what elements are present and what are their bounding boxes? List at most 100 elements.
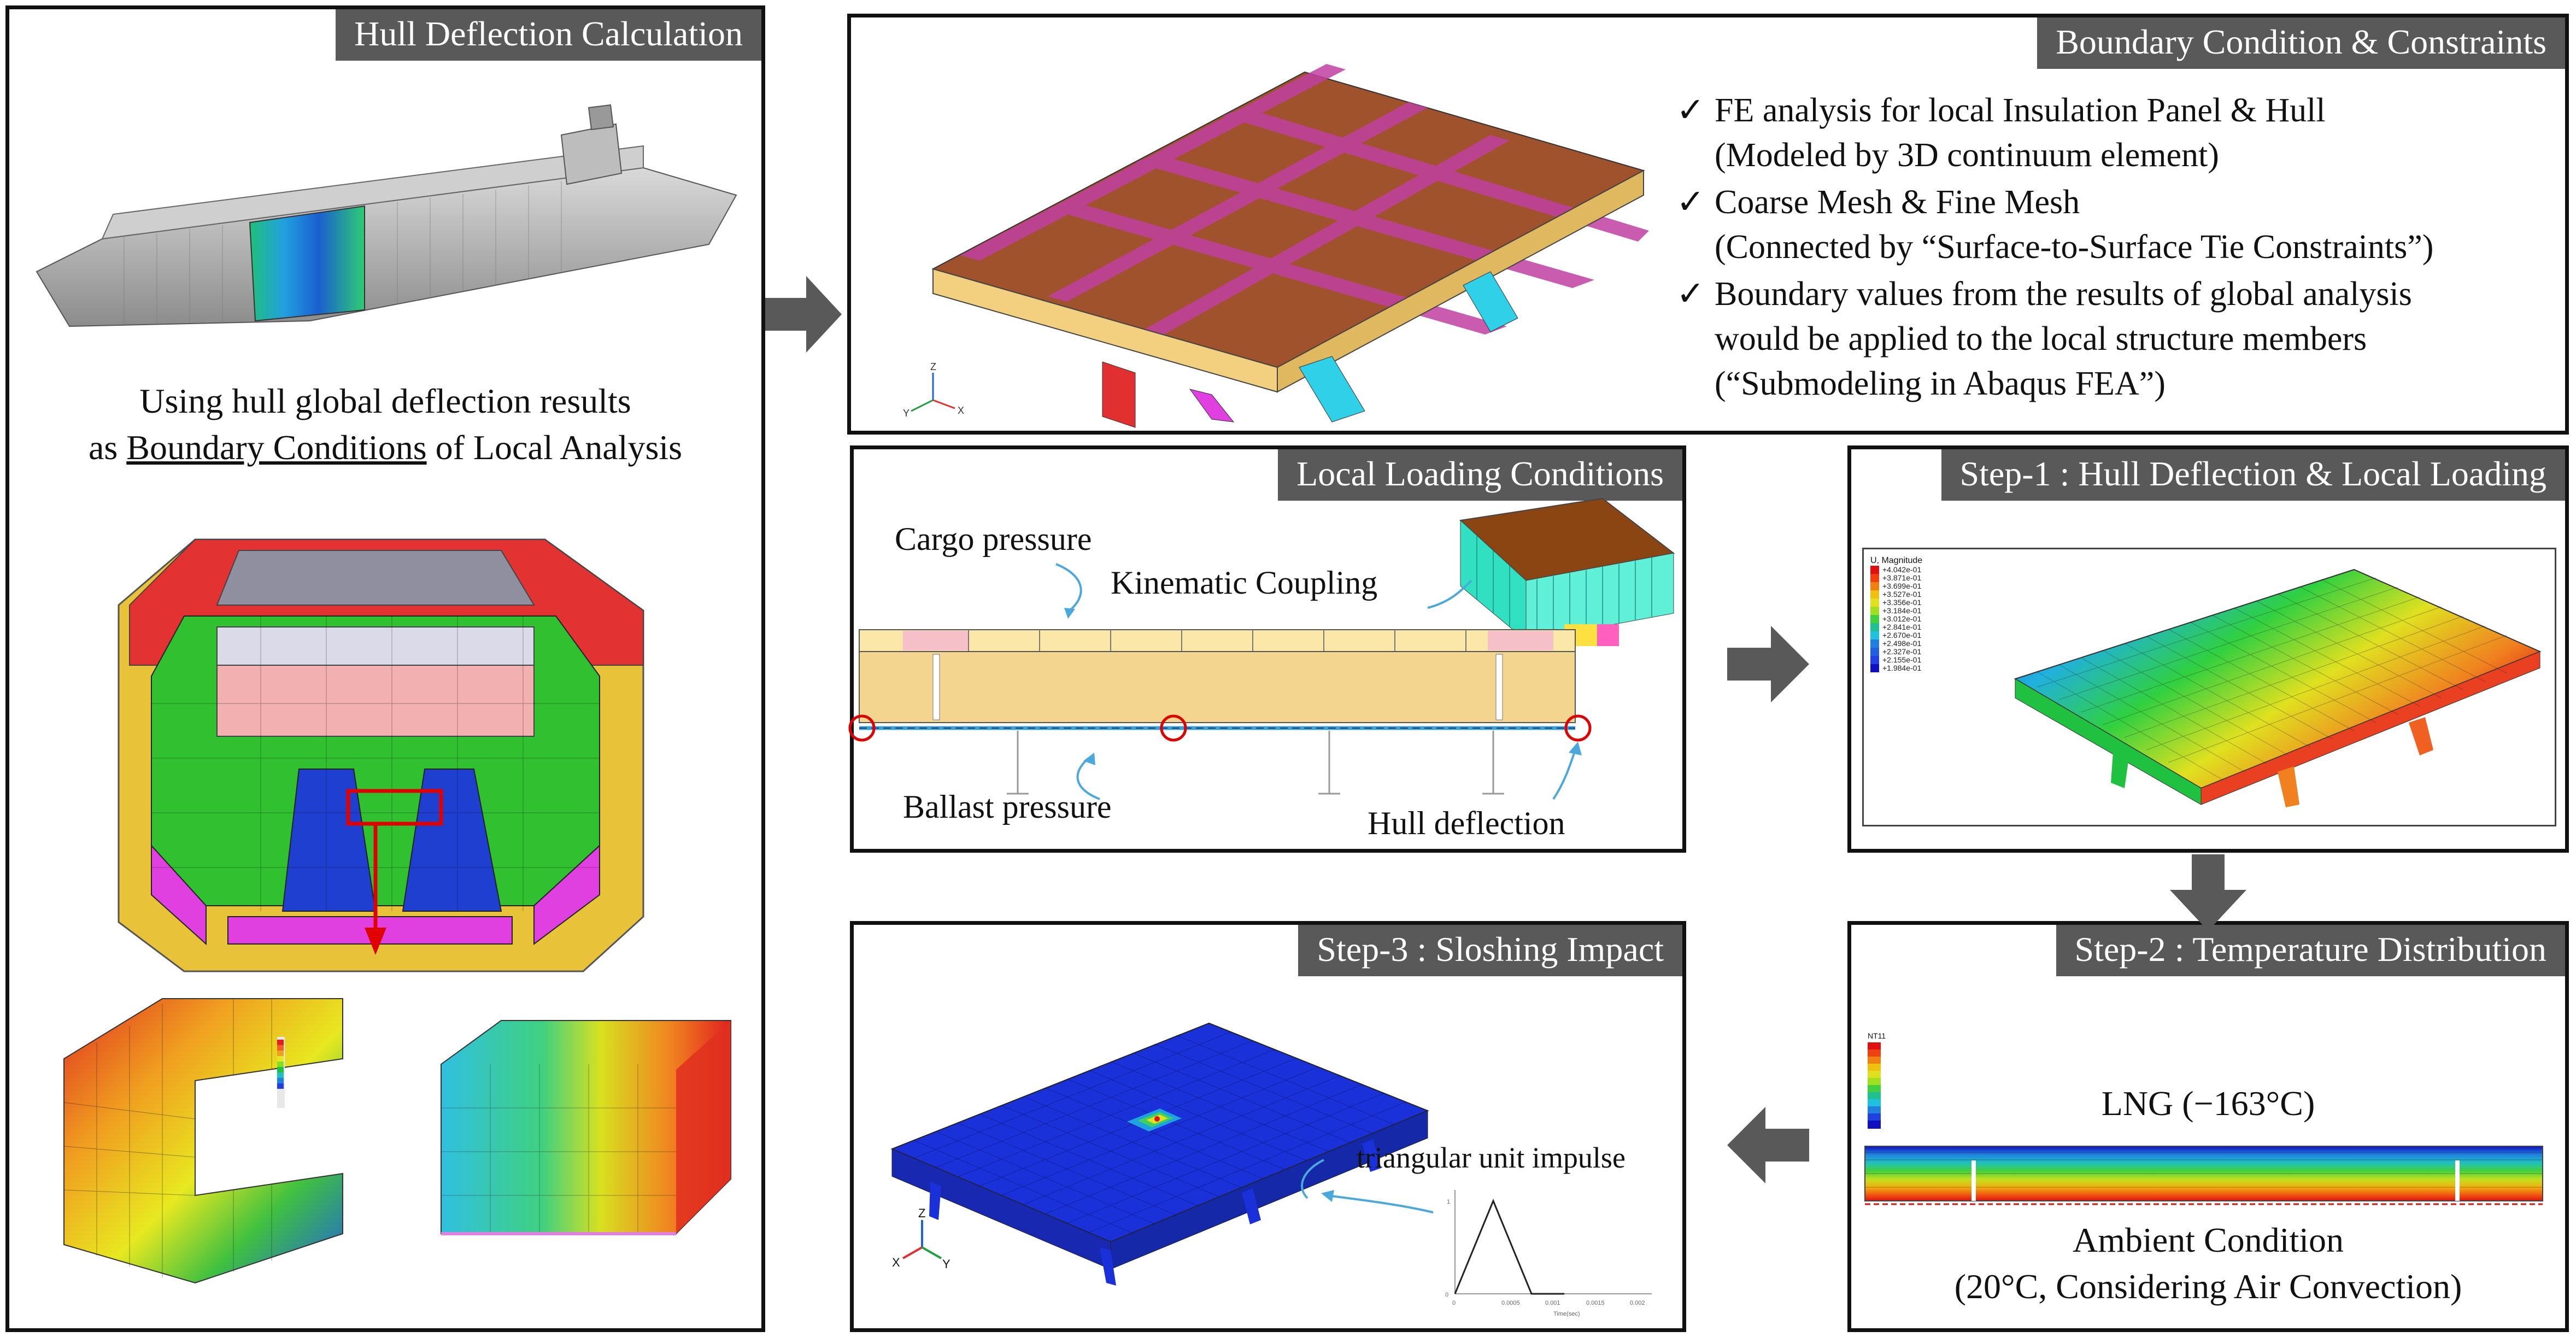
- hull-caption-line2: as Boundary Conditions of Local Analysis: [9, 427, 761, 468]
- step1-legend-row: +1.984e-01: [1870, 664, 1980, 673]
- kinematic-coupling-label: Kinematic Coupling: [1111, 565, 1378, 601]
- loading-schematic: [848, 563, 1592, 800]
- bullet-1-sub: (Modeled by 3D continuum element): [1715, 137, 2219, 174]
- impulse-plot-xlabel: Time(sec): [1553, 1311, 1580, 1317]
- step1-legend-swatch: [1870, 615, 1879, 624]
- arrow-right-1: [765, 276, 842, 353]
- ballast-pressure-label: Ballast pressure: [903, 789, 1112, 825]
- svg-text:0.0005: 0.0005: [1501, 1300, 1520, 1306]
- contour-legend-small: [277, 1040, 284, 1089]
- step1-legend-swatch: [1870, 656, 1879, 665]
- step1-legend-value: +3.356e-01: [1882, 598, 1922, 607]
- step1-deflection-model: [2014, 568, 2542, 807]
- step2-legend: NT11: [1868, 1031, 1928, 1130]
- step1-legend-swatch: [1870, 582, 1879, 591]
- svg-text:Z: Z: [930, 361, 936, 372]
- ship-model-image: [36, 104, 737, 327]
- step1-legend-row: +4.042e-01: [1870, 566, 1980, 574]
- hull-caption-underlined: Boundary Conditions: [126, 428, 427, 467]
- hull-caption-prefix: as: [88, 428, 127, 467]
- local-loading-title: Local Loading Conditions: [1278, 449, 1682, 501]
- step1-legend-swatch: [1870, 664, 1879, 673]
- step3-title: Step-3 : Sloshing Impact: [1298, 925, 1682, 977]
- step1-legend-value: +1.984e-01: [1882, 664, 1922, 673]
- step1-legend-swatch: [1870, 631, 1879, 640]
- step1-legend-swatch: [1870, 607, 1879, 615]
- step1-legend-row: +3.871e-01: [1870, 573, 1980, 583]
- bullet-2-sub: (Connected by “Surface-to-Surface Tie Co…: [1715, 228, 2434, 266]
- step1-legend-title: U, Magnitude: [1870, 556, 1923, 565]
- step1-legend-row: +3.356e-01: [1870, 599, 1980, 607]
- bullet-1-check-icon: ✓: [1676, 92, 1705, 129]
- arrow-down: [2170, 854, 2246, 931]
- step1-legend-swatch: [1870, 623, 1879, 632]
- svg-text:0: 0: [1452, 1300, 1456, 1306]
- ambient-condition-line2: (20°C, Considering Air Convection): [1954, 1267, 2462, 1306]
- step3-sloshing-model: Z X Y: [890, 1022, 1429, 1286]
- step1-legend-row: +2.498e-01: [1870, 640, 1980, 648]
- step1-legend-row: +3.184e-01: [1870, 607, 1980, 615]
- lng-temperature-label: LNG (−163°C): [2101, 1084, 2315, 1123]
- step1-legend-value: +4.042e-01: [1882, 565, 1922, 574]
- step1-legend-row: +3.012e-01: [1870, 614, 1980, 624]
- svg-text:0.002: 0.002: [1630, 1300, 1645, 1306]
- coupling-marker-mid: [1160, 714, 1187, 742]
- step1-legend-value: +3.012e-01: [1882, 614, 1922, 624]
- svg-text:0.0015: 0.0015: [1586, 1300, 1605, 1306]
- step1-legend-row: +3.699e-01: [1870, 582, 1980, 591]
- step1-legend-row: +3.527e-01: [1870, 590, 1980, 599]
- step1-legend-row: +2.155e-01: [1870, 655, 1980, 665]
- step1-legend-value: +2.498e-01: [1882, 639, 1922, 648]
- axis-triad-icon: Z Y X: [903, 361, 964, 419]
- boundary-condition-title: Boundary Condition & Constraints: [2037, 17, 2565, 69]
- bullet-2-text: Coarse Mesh & Fine Mesh: [1715, 184, 2080, 221]
- step1-legend-value: +3.184e-01: [1882, 606, 1922, 615]
- svg-text:X: X: [892, 1256, 900, 1269]
- step1-legend-value: +3.871e-01: [1882, 573, 1922, 583]
- hull-caption-suffix: of Local Analysis: [426, 428, 683, 467]
- svg-text:Z: Z: [918, 1206, 925, 1220]
- step1-panel: Step-1 : Hull Deflection & Local Loading…: [1847, 445, 2569, 853]
- step2-legend-bar: [1868, 1042, 1881, 1129]
- local-contour-model-left: [63, 998, 343, 1284]
- arrow-right-2: [1727, 626, 1809, 702]
- step1-legend-value: +2.327e-01: [1882, 647, 1922, 656]
- bullet-3-text: Boundary values from the results of glob…: [1715, 275, 2412, 313]
- step1-legend-row: +2.670e-01: [1870, 631, 1980, 640]
- step1-legend-swatch: [1870, 574, 1879, 583]
- svg-text:Y: Y: [903, 408, 909, 419]
- bullet-3-sub2: (“Submodeling in Abaqus FEA”): [1715, 365, 2166, 402]
- kinematic-coupling-image: [1459, 497, 1675, 646]
- svg-text:1: 1: [1447, 1199, 1450, 1205]
- impact-hotspot: [1127, 1109, 1182, 1131]
- bullet-3-check-icon: ✓: [1676, 275, 1705, 313]
- hull-deflection-title: Hull Deflection Calculation: [336, 9, 761, 61]
- step2-legend-title: NT11: [1868, 1031, 1886, 1040]
- step2-temperature-section: [1864, 1146, 2543, 1205]
- step1-legend-swatch: [1870, 599, 1879, 607]
- arrow-left: [1727, 1107, 1809, 1183]
- step1-legend: U, Magnitude +4.042e-01+3.871e-01+3.699e…: [1870, 556, 1980, 673]
- cargo-pressure-label: Cargo pressure: [895, 521, 1092, 557]
- step1-legend-swatch: [1870, 648, 1879, 656]
- step3-panel: Step-3 : Sloshing Impact: [850, 921, 1686, 1332]
- step2-panel: Step-2 : Temperature Distribution NT11 L…: [1847, 921, 2569, 1332]
- triangular-impulse-label: triangular unit impulse: [1357, 1141, 1626, 1174]
- ambient-condition-line1: Ambient Condition: [2073, 1221, 2344, 1259]
- step1-legend-value: +3.527e-01: [1882, 590, 1922, 599]
- hull-caption-line1: Using hull global deflection results: [139, 382, 631, 420]
- step1-legend-swatch: [1870, 566, 1879, 574]
- step1-legend-row: +2.327e-01: [1870, 648, 1980, 656]
- step2-title: Step-2 : Temperature Distribution: [2056, 925, 2565, 977]
- step1-legend-value: +3.699e-01: [1882, 582, 1922, 591]
- svg-text:Y: Y: [942, 1257, 950, 1271]
- local-contour-model-right: [441, 1020, 731, 1235]
- axis-triad-icon-step3: Z X Y: [892, 1206, 950, 1271]
- svg-text:X: X: [958, 405, 964, 416]
- local-loading-panel: Local Loading Conditions Cargo pressure …: [848, 445, 1686, 853]
- hull-deflection-panel: Hull Deflection Calculation Using hull g…: [5, 5, 765, 1332]
- step1-legend-value: +2.155e-01: [1882, 655, 1922, 665]
- step1-legend-rows: +4.042e-01+3.871e-01+3.699e-01+3.527e-01…: [1870, 566, 1980, 673]
- step1-title: Step-1 : Hull Deflection & Local Loading: [1941, 449, 2565, 501]
